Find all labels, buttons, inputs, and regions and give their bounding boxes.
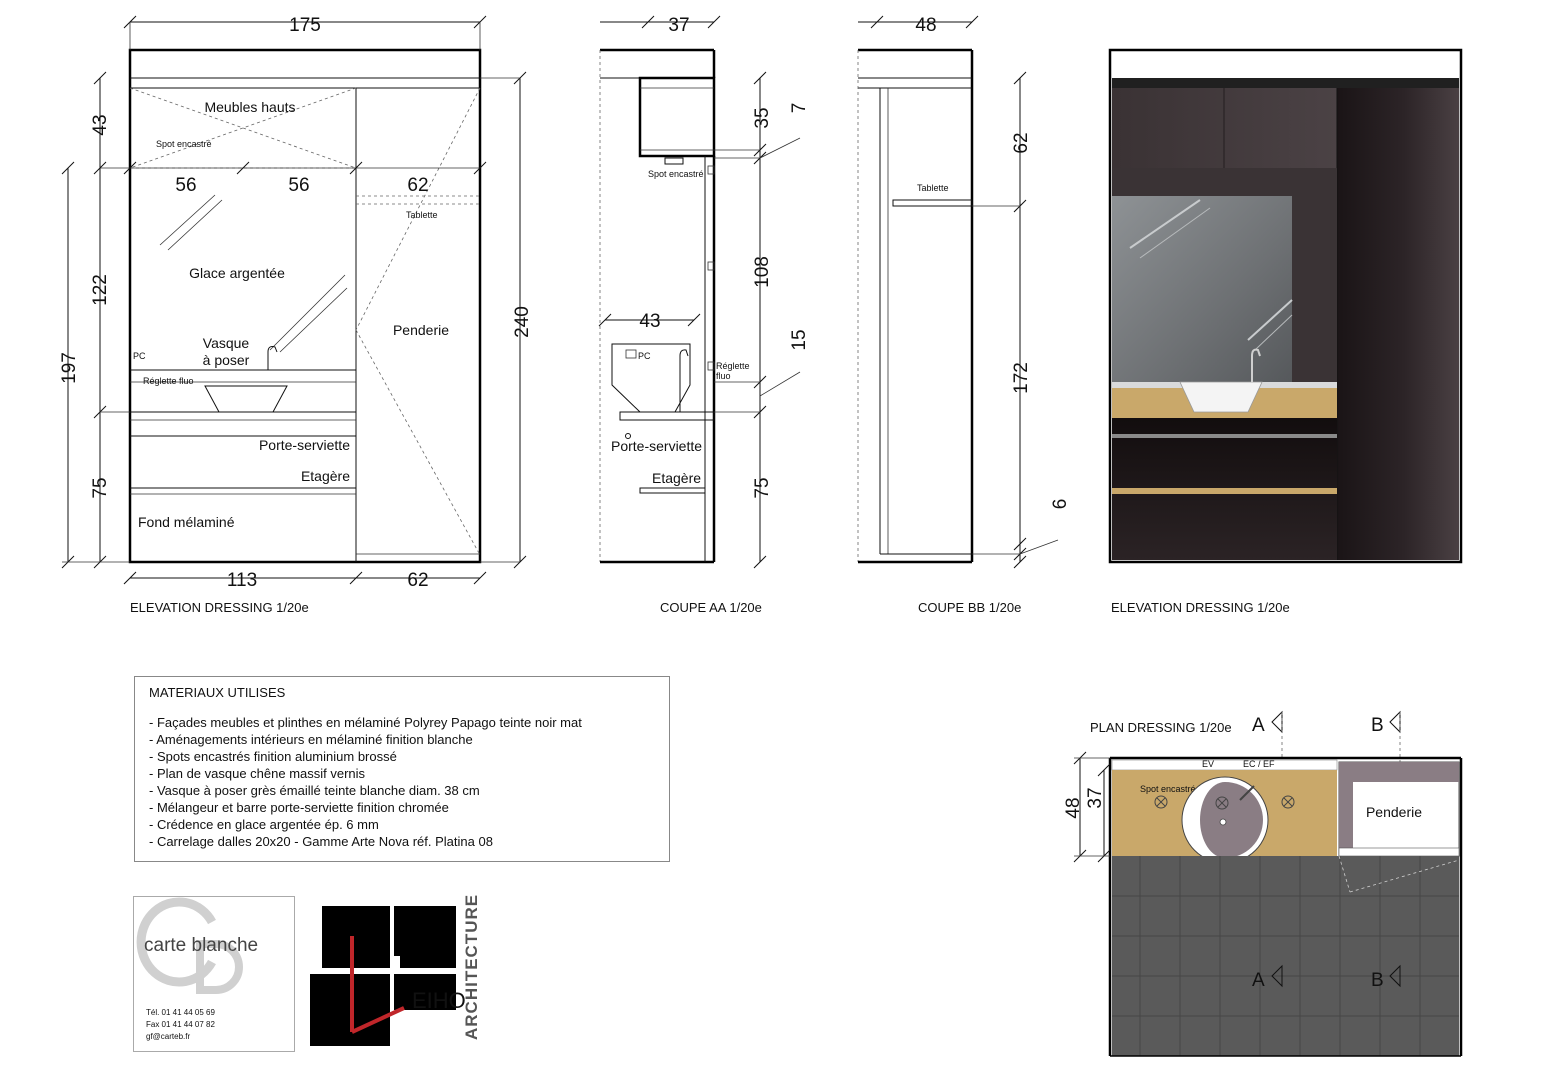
caption-coupe-aa: COUPE AA 1/20e xyxy=(660,600,762,615)
eiho-architecture-logo: EIHO xyxy=(310,906,466,1046)
plan-spot-icon xyxy=(1281,795,1295,809)
dim-aa-15: 15 xyxy=(789,329,810,350)
dim-aa-37: 37 xyxy=(668,15,689,36)
label-aa-fluo: fluo xyxy=(716,371,731,381)
dim-aa-108: 108 xyxy=(752,256,773,288)
carte-blanche-logo-mark xyxy=(136,897,243,994)
carte-blanche-contact: Tél. 01 41 44 05 69 Fax 01 41 44 07 82 g… xyxy=(146,1007,215,1043)
dim-113: 113 xyxy=(227,570,257,591)
plan-label-ec-ef: EC / EF xyxy=(1243,759,1275,769)
dim-122: 122 xyxy=(90,274,111,306)
architecture-word: ARCHITECTURE xyxy=(462,893,481,1040)
label-a-poser: à poser xyxy=(203,352,250,368)
label-vasque: Vasque xyxy=(203,335,250,351)
materials-box: MATERIAUX UTILISES - Façades meubles et … xyxy=(134,676,670,862)
caption-elevation-left: ELEVATION DRESSING 1/20e xyxy=(130,600,309,615)
plan-mark-a-bottom: A xyxy=(1252,970,1265,991)
carte-blanche-name: carte blanche xyxy=(144,935,259,956)
caption-elevation-render: ELEVATION DRESSING 1/20e xyxy=(1111,600,1290,615)
label-tablette: Tablette xyxy=(406,210,438,220)
label-aa-porte-serviette: Porte-serviette xyxy=(611,438,702,454)
dim-bb-48: 48 xyxy=(915,15,936,36)
dim-bb-62: 62 xyxy=(1011,132,1032,153)
plan-label-penderie: Penderie xyxy=(1366,804,1422,820)
plan-label-spot: Spot encastré xyxy=(1140,784,1196,794)
label-penderie: Penderie xyxy=(393,322,449,338)
dim-56-b: 56 xyxy=(288,175,309,196)
elevation-outline xyxy=(128,48,482,564)
coupe-aa: 37 35 7 108 43 15 75 Spot encastré PC Ré… xyxy=(598,15,810,615)
dim-bb-6: 6 xyxy=(1050,499,1071,510)
label-aa-reglette: Réglette xyxy=(716,361,750,371)
dim-197: 197 xyxy=(59,352,80,384)
label-reglette-fluo: Réglette fluo xyxy=(143,376,194,386)
dim-56-a: 56 xyxy=(175,175,196,196)
dim-62-top: 62 xyxy=(407,175,428,196)
plan-spot-icon xyxy=(1154,795,1168,809)
label-fond-melamine: Fond mélaminé xyxy=(138,514,235,530)
label-pc: PC xyxy=(133,351,146,361)
eiho-logo-text: EIHO xyxy=(412,988,466,1013)
label-aa-pc: PC xyxy=(638,351,651,361)
caption-plan: PLAN DRESSING 1/20e xyxy=(1090,720,1232,735)
dim-aa-35: 35 xyxy=(752,107,773,128)
dim-aa-7: 7 xyxy=(789,103,810,114)
plan-label-ev: EV xyxy=(1202,759,1214,769)
plan-dim-48: 48 xyxy=(1063,797,1084,818)
dim-43: 43 xyxy=(90,114,111,135)
plan-dressing: PLAN DRESSING 1/20e A B EV EC / EF Spot … xyxy=(1063,710,1463,1057)
plan-mark-b-bottom: B xyxy=(1371,970,1384,991)
label-porte-serviette: Porte-serviette xyxy=(259,437,350,453)
dim-62-bottom: 62 xyxy=(407,570,428,591)
materials-item: - Aménagements intérieurs en mélaminé fi… xyxy=(149,732,473,747)
plan-dim-37: 37 xyxy=(1085,787,1106,808)
label-glace-argentee: Glace argentée xyxy=(189,265,285,281)
coupe-bb: 48 62 172 6 Tablette COUPE BB 1/20e xyxy=(857,15,1071,615)
materials-item: - Vasque à poser grès émaillé teinte bla… xyxy=(149,783,480,798)
dim-bb-172: 172 xyxy=(1011,362,1032,394)
dim-240: 240 xyxy=(512,306,533,338)
card-email[interactable]: gf@carteb.fr xyxy=(146,1032,191,1041)
label-spot-encastre: Spot encastré xyxy=(156,139,212,149)
materials-item: - Spots encastrés finition aluminium bro… xyxy=(149,749,397,764)
plan-tiled-floor xyxy=(1112,856,1459,1056)
caption-coupe-bb: COUPE BB 1/20e xyxy=(918,600,1021,615)
label-etagere: Etagère xyxy=(301,468,350,484)
materials-title: MATERIAUX UTILISES xyxy=(149,685,286,700)
plan-mark-b-top: B xyxy=(1371,715,1384,736)
materials-item: - Plan de vasque chêne massif vernis xyxy=(149,766,366,781)
materials-item: - Crédence en glace argentée ép. 6 mm xyxy=(149,817,379,832)
dim-aa-43: 43 xyxy=(639,311,660,332)
plan-basin xyxy=(1181,776,1269,864)
label-aa-etagere: Etagère xyxy=(652,470,701,486)
label-bb-tablette: Tablette xyxy=(917,183,949,193)
materials-item: - Mélangeur et barre porte-serviette fin… xyxy=(149,800,449,815)
plan-mark-a-top: A xyxy=(1252,715,1265,736)
card-fax: Fax 01 41 44 07 82 xyxy=(146,1020,215,1029)
materials-item: - Façades meubles et plinthes en mélamin… xyxy=(149,715,582,730)
materials-item: - Carrelage dalles 20x20 - Gamme Arte No… xyxy=(149,834,493,849)
render-mirror xyxy=(1112,196,1292,386)
elevation-dressing-left: 175 56 56 62 113 62 43 122 75 197 240 Me… xyxy=(59,15,533,615)
dim-175: 175 xyxy=(289,15,321,36)
materials-list: - Façades meubles et plinthes en mélamin… xyxy=(149,714,655,850)
elevation-dressing-render: ELEVATION DRESSING 1/20e xyxy=(1108,48,1463,615)
carte-blanche-card: carte blanche Tél. 01 41 44 05 69 Fax 01… xyxy=(133,896,295,1052)
dim-75: 75 xyxy=(90,477,111,498)
dim-aa-75: 75 xyxy=(752,477,773,498)
label-aa-spot: Spot encastré xyxy=(648,169,704,179)
label-meubles-hauts: Meubles hauts xyxy=(204,99,295,115)
card-tel: Tél. 01 41 44 05 69 xyxy=(146,1008,215,1017)
